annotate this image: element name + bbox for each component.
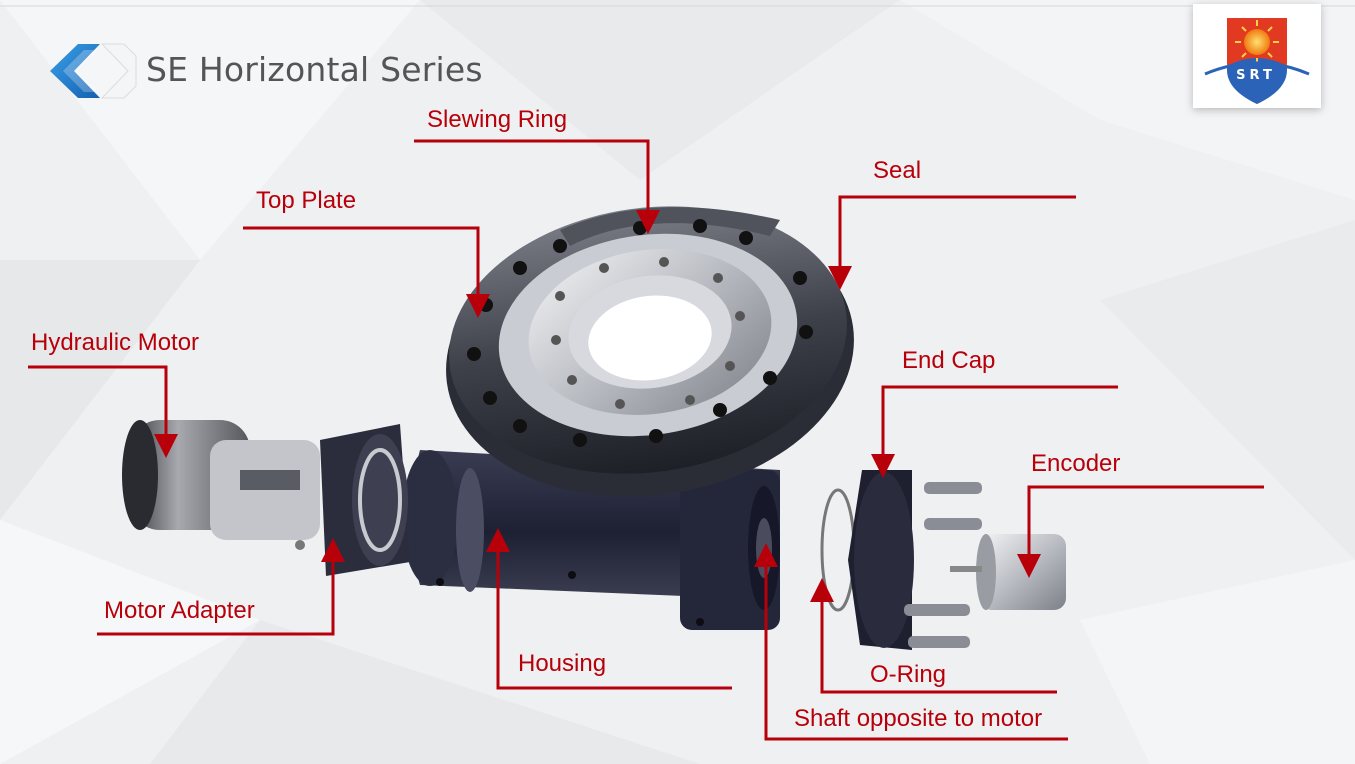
leader-encoder — [1017, 485, 1264, 578]
brand-badge: SRT — [1193, 4, 1321, 108]
leader-housing — [486, 528, 732, 690]
motor-adapter-part — [320, 424, 410, 576]
slide-title: SE Horizontal Series — [146, 50, 483, 89]
leader-top-plate — [243, 226, 490, 318]
label-end-cap: End Cap — [902, 347, 996, 374]
label-housing: Housing — [518, 650, 607, 677]
label-hydraulic-motor: Hydraulic Motor — [31, 329, 200, 356]
leader-hydraulic-motor — [28, 365, 178, 458]
leader-o-ring — [810, 578, 1057, 694]
label-encoder: Encoder — [1031, 450, 1121, 477]
label-o-ring: O-Ring — [870, 661, 947, 688]
label-top-plate: Top Plate — [256, 187, 357, 214]
brand-text: SRT — [1236, 68, 1276, 83]
slewing-ring-part — [446, 206, 854, 497]
leader-end-cap — [871, 385, 1118, 478]
sun-shield-icon — [1204, 18, 1310, 104]
label-slewing-ring: Slewing Ring — [427, 106, 568, 133]
leader-shaft-opposite — [754, 543, 1068, 741]
label-shaft-opposite: Shaft opposite to motor — [794, 705, 1043, 732]
label-motor-adapter: Motor Adapter — [104, 597, 255, 624]
chevron-logo-icon — [50, 43, 137, 99]
leader-slewing-ring — [414, 139, 660, 234]
end-cap-part — [820, 470, 982, 650]
label-seal: Seal — [873, 157, 922, 184]
leader-seal — [828, 195, 1076, 290]
leader-motor-adapter — [97, 538, 345, 636]
